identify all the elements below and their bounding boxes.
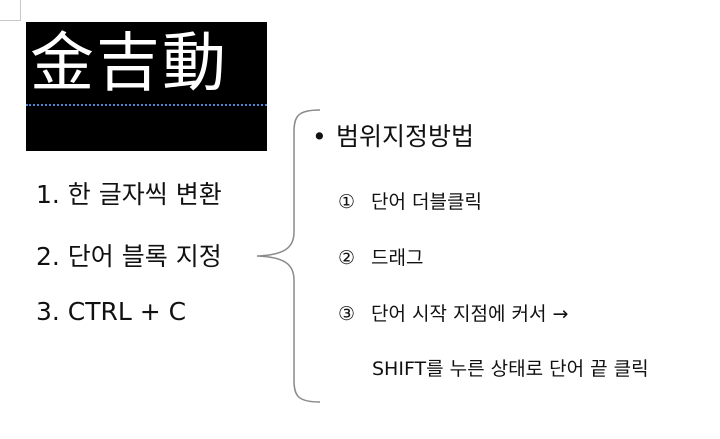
method-item-2: ② 드래그: [338, 246, 423, 270]
method-item-1-text: 단어 더블클릭: [371, 191, 482, 213]
bullet-icon: •: [312, 122, 327, 151]
method-item-2-text: 드래그: [371, 247, 424, 269]
document-corner-mark: [0, 0, 21, 21]
method-item-3-continuation: SHIFT를 누른 상태로 단어 끝 클릭: [372, 358, 649, 380]
step-3: 3. CTRL + C: [36, 297, 187, 326]
text-cursor-underline: [26, 104, 267, 106]
method-title: • 범위지정방법: [312, 122, 474, 152]
method-title-text: 범위지정방법: [336, 122, 475, 151]
circled-one-icon: ①: [338, 191, 356, 213]
circled-two-icon: ②: [338, 247, 356, 269]
method-item-3-text: 단어 시작 지점에 커서 →: [371, 303, 569, 325]
curly-brace: [256, 109, 321, 403]
step-2: 2. 단어 블록 지정: [36, 242, 222, 271]
method-item-1: ① 단어 더블클릭: [338, 190, 482, 214]
circled-three-icon: ③: [338, 303, 356, 325]
hanja-text: 金吉動: [30, 27, 228, 101]
step-1: 1. 한 글자씩 변환: [36, 180, 222, 209]
hanja-selection-box[interactable]: 金吉動: [26, 22, 267, 151]
method-item-3: ③ 단어 시작 지점에 커서 →: [338, 302, 568, 326]
